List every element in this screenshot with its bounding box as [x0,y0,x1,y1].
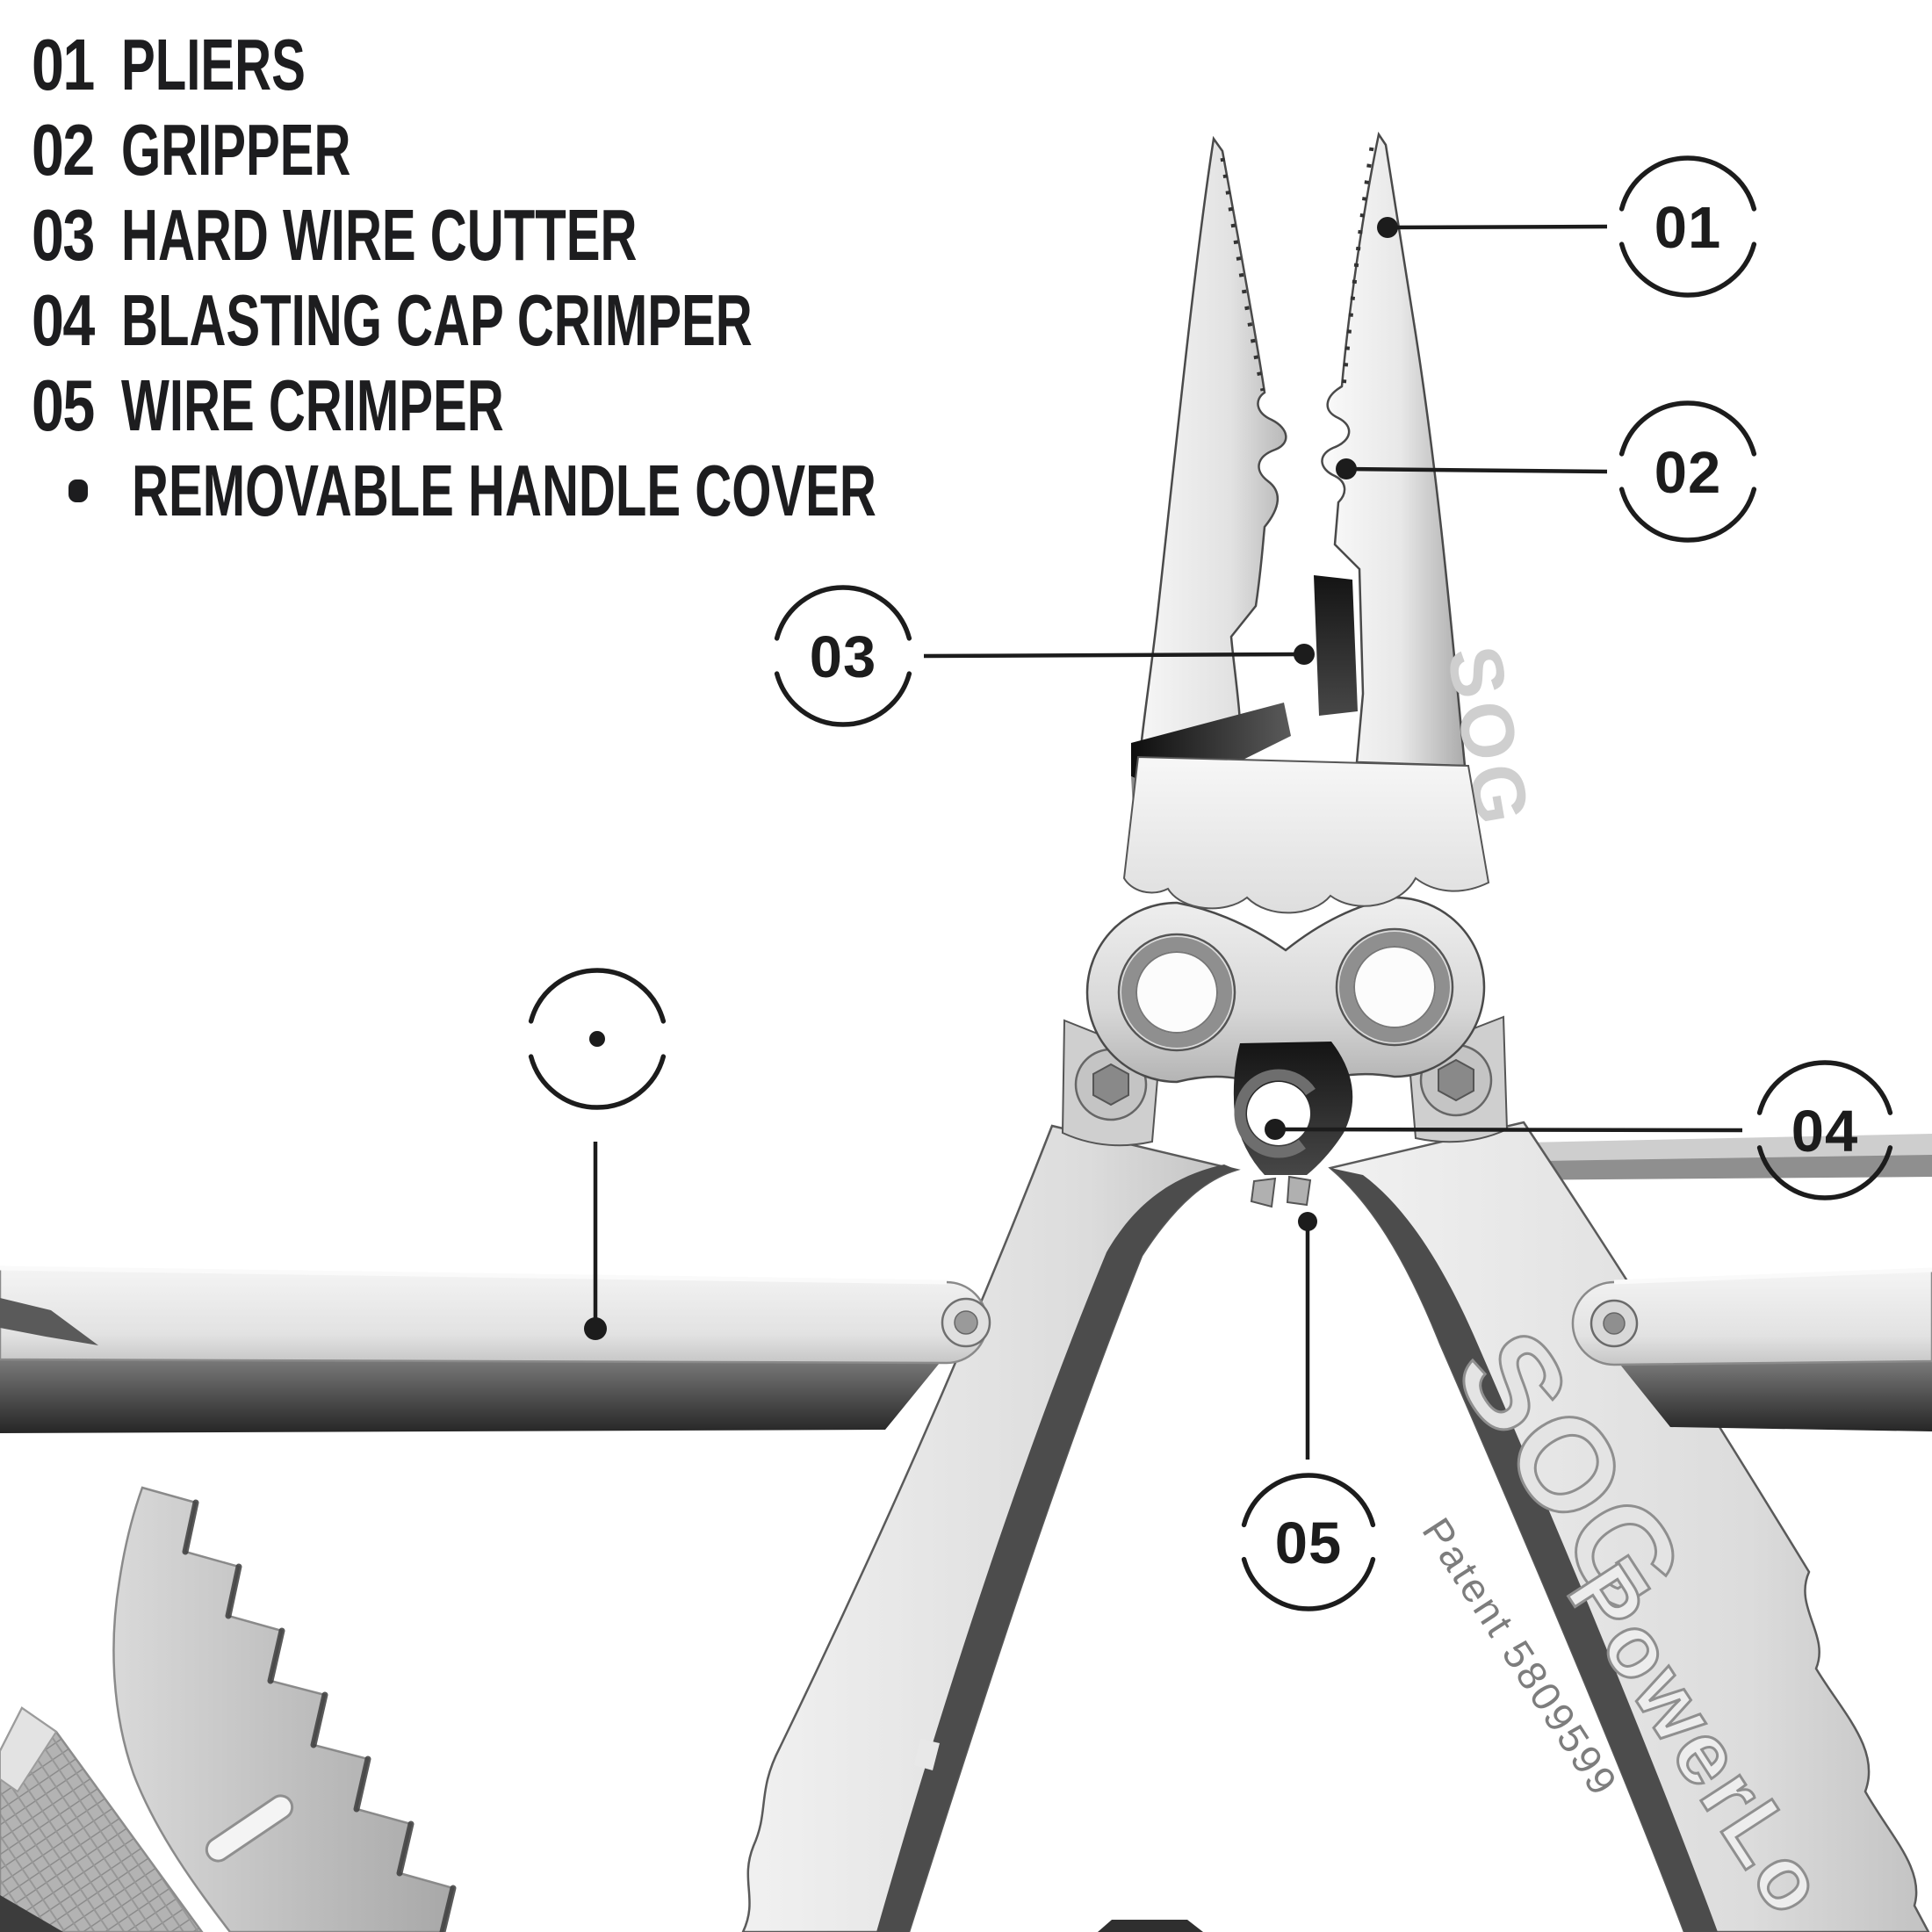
legend-item-wire-crimper: 05 WIRE CRIMPER [32,363,1195,448]
legend-label: WIRE CRIMPER [121,364,504,446]
callout-02: 02 [1336,400,1757,543]
callout-number: 02 [1654,440,1722,506]
plier-right-jaw: SOG [1321,131,1546,835]
legend-label: HARD WIRE CUTTER [121,193,638,276]
legend-number: 03 [32,193,95,276]
callout-01: 01 [1377,155,1757,298]
leader-dot [1265,1119,1286,1140]
legend-item-hard-wire-cutter: 03 HARD WIRE CUTTER [32,192,1195,278]
right-flat-bar [1571,1267,1932,1431]
legend-item-removable-handle-cover: REMOVABLE HANDLE COVER [32,448,1195,533]
callout-04: 04 [1265,1060,1893,1200]
folded-tool-tip [1098,1920,1203,1932]
callout-05: 05 [1241,1212,1376,1611]
leader-dot [584,1317,607,1340]
legend-label: REMOVABLE HANDLE COVER [132,449,876,531]
legend-item-blasting-cap-crimper: 04 BLASTING CAP CRIMPER [32,278,1195,363]
legend-item-pliers: 01 PLIERS [32,22,1195,107]
leader-dot [1294,644,1315,665]
plier-left-jaw [1138,135,1287,764]
crimper-cavity [1233,1042,1353,1208]
callout-handle-cover [528,968,667,1340]
file-tool [0,1706,204,1932]
legend-label: GRIPPER [121,108,351,191]
callout-ring [1756,1060,1893,1200]
saw-slot [205,1794,294,1863]
callout-number: 01 [1654,195,1722,261]
legend-label: PLIERS [121,23,306,105]
wire-crimper-tooth [1250,1177,1277,1208]
plier-head-base [1122,755,1490,914]
wire-crimper-tooth [1286,1175,1312,1207]
callout-number: 05 [1275,1510,1343,1576]
leader-line [923,652,1305,659]
callout-ring [1241,1473,1376,1611]
callout-layer: 01 02 03 04 05 [528,155,1893,1611]
leader-dot [1377,217,1398,238]
legend-number: 02 [32,108,95,191]
leader-dot [1336,458,1357,479]
bullet-icon [68,479,88,502]
pivot-rivets [1117,927,1454,1052]
leader-line [1345,466,1608,474]
leader-dot [1298,1212,1317,1231]
leader-line [1274,1127,1743,1133]
legend-number: 05 [32,364,95,446]
callout-ring [774,585,912,727]
callout-ring [1618,155,1757,298]
corner-tool-edge [0,1895,63,1932]
legend-number: 04 [32,278,95,361]
right-handle: SOG Patent 5809599 PowerLo [1328,1121,1930,1932]
legend-label: BLASTING CAP CRIMPER [121,278,753,361]
callout-ring [1618,400,1757,543]
legend-item-gripper: 02 GRIPPER [32,107,1195,192]
callout-center-dot [589,1031,605,1047]
callout-number: 03 [810,624,877,690]
left-handle [741,1124,1241,1932]
saw-blade [112,1486,457,1932]
callout-ring [528,968,667,1110]
left-flat-bar [0,1265,991,1433]
legend-number: 01 [32,23,95,105]
legend: 01 PLIERS 02 GRIPPER 03 HARD WIRE CUTTER… [32,22,1195,533]
callout-03: 03 [774,585,1315,727]
callout-number: 04 [1791,1099,1859,1164]
right-back-bar [1484,1134,1932,1180]
